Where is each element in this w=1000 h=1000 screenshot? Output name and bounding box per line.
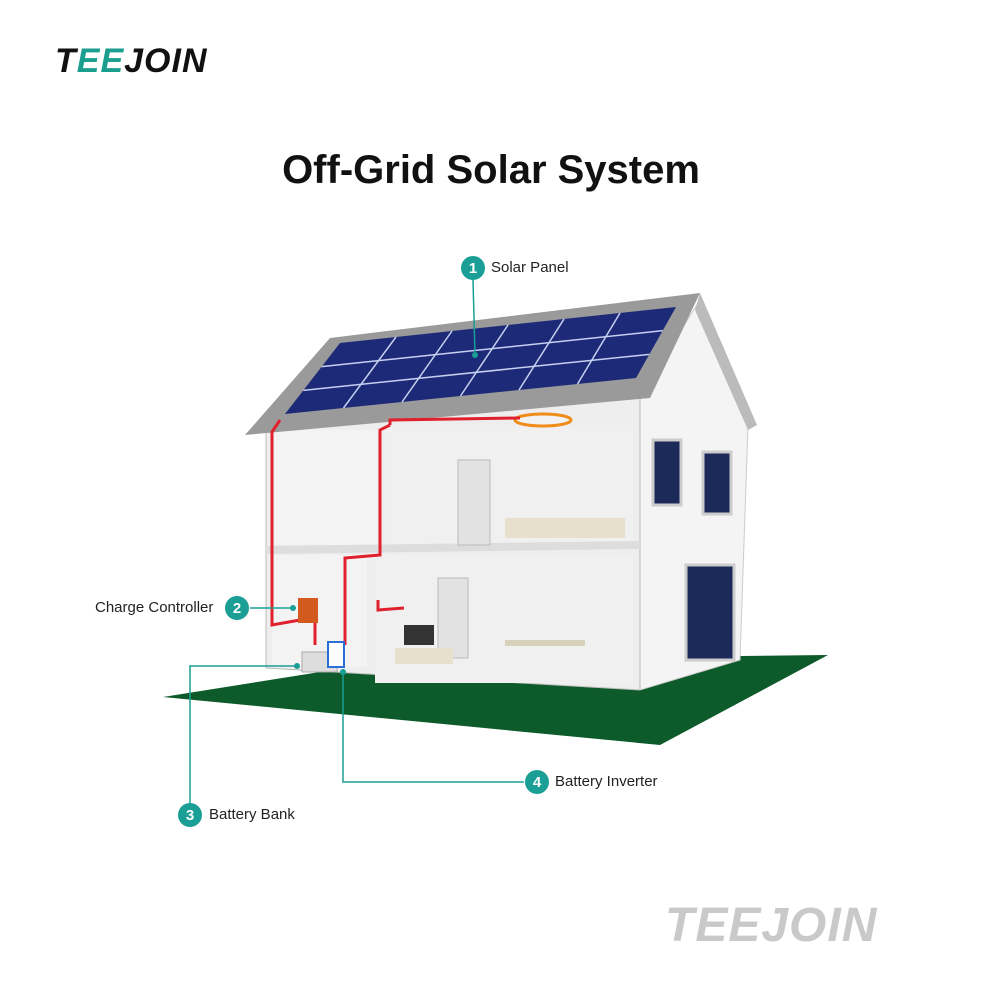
callout-label-battery-bank: Battery Bank (209, 806, 295, 823)
panel-gridline (576, 312, 621, 385)
tv (404, 625, 434, 645)
callout-label-battery-inverter: Battery Inverter (555, 773, 658, 790)
room-upper-left (272, 430, 377, 545)
roof-edge (695, 293, 757, 430)
dining-table (505, 640, 585, 646)
callout-lines (189, 279, 524, 805)
callout-number-2: 2 (233, 600, 241, 617)
tv-stand (395, 648, 453, 664)
callout-badge-4 (525, 770, 549, 794)
bed (505, 518, 625, 538)
panel-gridline (321, 329, 663, 368)
callout-badge-3 (178, 803, 202, 827)
solar-panel-array (285, 307, 676, 414)
solar-panel (285, 307, 676, 414)
panel-gridline (342, 336, 397, 409)
brand-logo: TEEJOIN (55, 42, 208, 80)
panel-gridline (401, 330, 453, 403)
brand-watermark: TEEJOIN (665, 899, 878, 952)
panel-gridline (518, 318, 565, 391)
callout-label-charge-controller: Charge Controller (95, 599, 214, 616)
door-upper (457, 459, 491, 546)
callout-number-3: 3 (186, 807, 194, 824)
ceiling-light (513, 412, 573, 428)
callout-badge-2 (225, 596, 249, 620)
window-2 (701, 450, 733, 516)
panel-gridline (303, 353, 650, 392)
charge-controller (298, 598, 318, 623)
callout-badge-1 (461, 256, 485, 280)
door-lower (437, 577, 469, 659)
panel-gridline (459, 324, 509, 397)
battery-inverter (327, 641, 345, 668)
callout-label-solar-panel: Solar Panel (491, 259, 569, 276)
room-lower-left (272, 555, 367, 667)
callout-number-1: 1 (469, 260, 477, 277)
sliding-door (684, 563, 736, 662)
window-1 (651, 438, 683, 507)
callout-number-4: 4 (533, 774, 542, 791)
page-title: Off-Grid Solar System (282, 148, 700, 192)
